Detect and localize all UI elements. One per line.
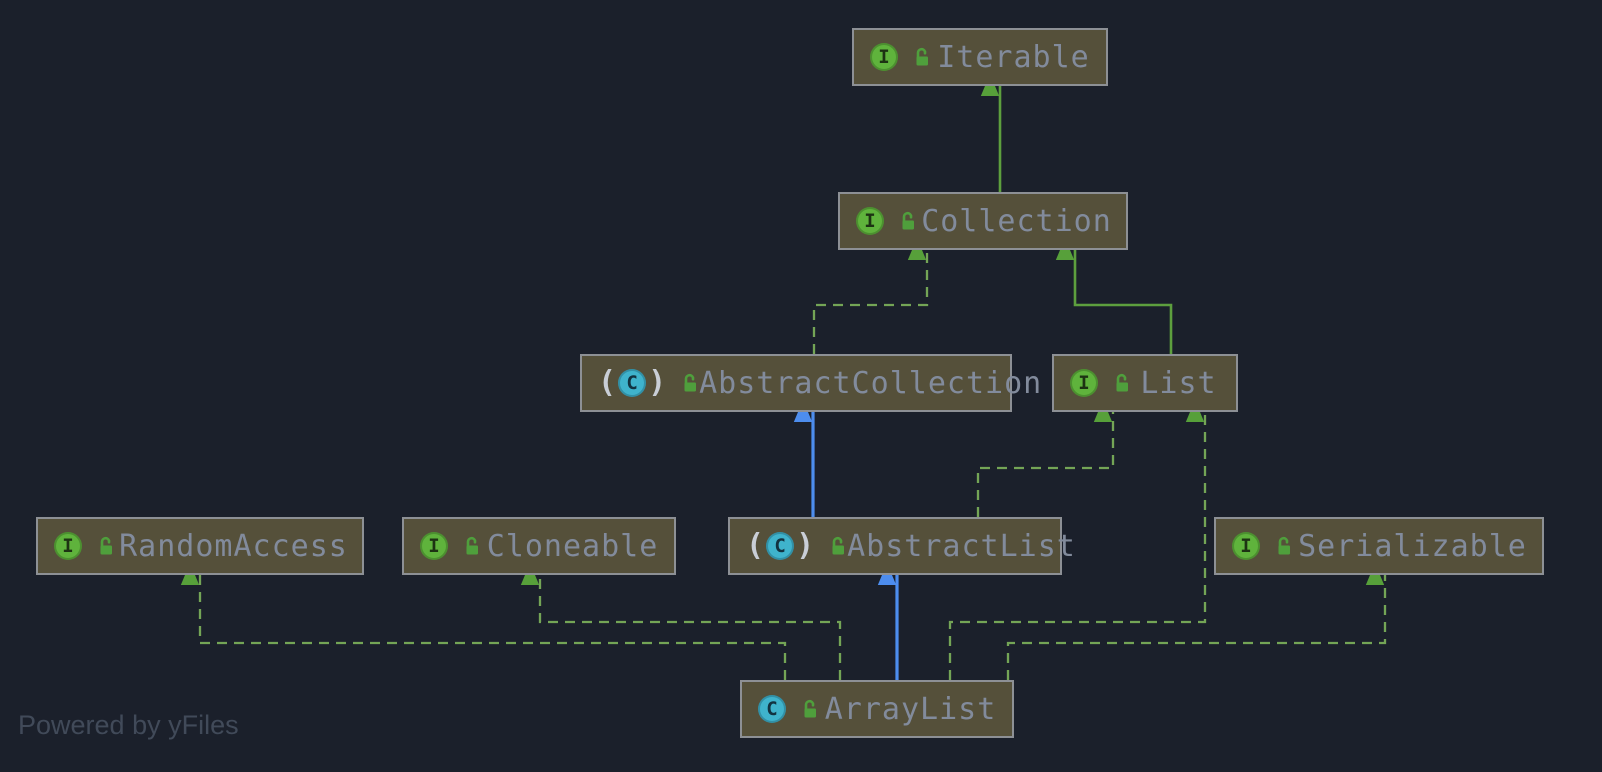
powered-by-yfiles-label: Powered by yFiles: [18, 710, 239, 740]
interface-icon: I: [420, 532, 448, 560]
open-lock-icon: [466, 536, 478, 555]
uml-node-cloneable[interactable]: I Cloneable: [402, 517, 676, 575]
open-lock-icon: [1116, 373, 1128, 392]
edge-arraylist-implements-list: [948, 412, 1207, 680]
class-letter: C: [766, 532, 795, 560]
open-lock-icon: [1278, 536, 1290, 555]
class-letter: C: [618, 369, 647, 397]
node-icons: I: [870, 43, 931, 71]
interface-icon: I: [1232, 532, 1260, 560]
node-icons: C: [598, 369, 699, 397]
uml-node-iterable[interactable]: I Iterable: [852, 28, 1108, 86]
abstract-class-icon: C: [598, 369, 666, 397]
node-label: AbstractList: [847, 528, 1076, 564]
uml-node-list[interactable]: I List: [1052, 354, 1238, 412]
uml-node-randomaccess[interactable]: I RandomAccess: [36, 517, 364, 575]
interface-icon: I: [54, 532, 82, 560]
edge-arraylist-implements-cloneable: [540, 575, 842, 680]
node-label: ArrayList: [824, 691, 997, 727]
node-label: RandomAccess: [119, 528, 348, 564]
edge-abstractcollection-implements-collection: [812, 250, 929, 354]
node-label: List: [1140, 365, 1217, 401]
edge-list-extends-collection: [1075, 250, 1173, 354]
node-label: Cloneable: [486, 528, 659, 564]
edge-abstractlist-implements-list: [976, 412, 1115, 517]
node-icons: C: [746, 532, 847, 560]
uml-node-collection[interactable]: I Collection: [838, 192, 1128, 250]
node-icons: I: [54, 532, 115, 560]
node-icons: I: [856, 207, 917, 235]
interface-icon: I: [856, 207, 884, 235]
open-lock-icon: [902, 211, 914, 230]
open-lock-icon: [832, 536, 845, 555]
node-label: Collection: [921, 203, 1112, 239]
edge-arraylist-implements-serializable: [1006, 575, 1387, 680]
node-icons: C: [758, 695, 819, 723]
open-lock-icon: [804, 699, 816, 718]
edge-arraylist-implements-randomaccess: [200, 575, 787, 680]
node-label: Serializable: [1298, 528, 1527, 564]
node-icons: I: [1232, 532, 1293, 560]
open-lock-icon: [684, 373, 697, 392]
uml-node-abstractcollection[interactable]: C AbstractCollection: [580, 354, 1041, 412]
uml-node-abstractlist[interactable]: C AbstractList: [728, 517, 1075, 575]
uml-node-serializable[interactable]: I Serializable: [1214, 517, 1544, 575]
node-icons: I: [420, 532, 481, 560]
interface-icon: I: [870, 43, 898, 71]
uml-node-arraylist[interactable]: C ArrayList: [740, 680, 1014, 738]
node-label: Iterable: [937, 39, 1090, 75]
class-icon: C: [758, 695, 786, 723]
interface-icon: I: [1070, 369, 1098, 397]
node-icons: I: [1070, 369, 1131, 397]
node-label: AbstractCollection: [699, 365, 1043, 401]
open-lock-icon: [100, 536, 112, 555]
open-lock-icon: [916, 47, 928, 66]
abstract-class-icon: C: [746, 532, 814, 560]
